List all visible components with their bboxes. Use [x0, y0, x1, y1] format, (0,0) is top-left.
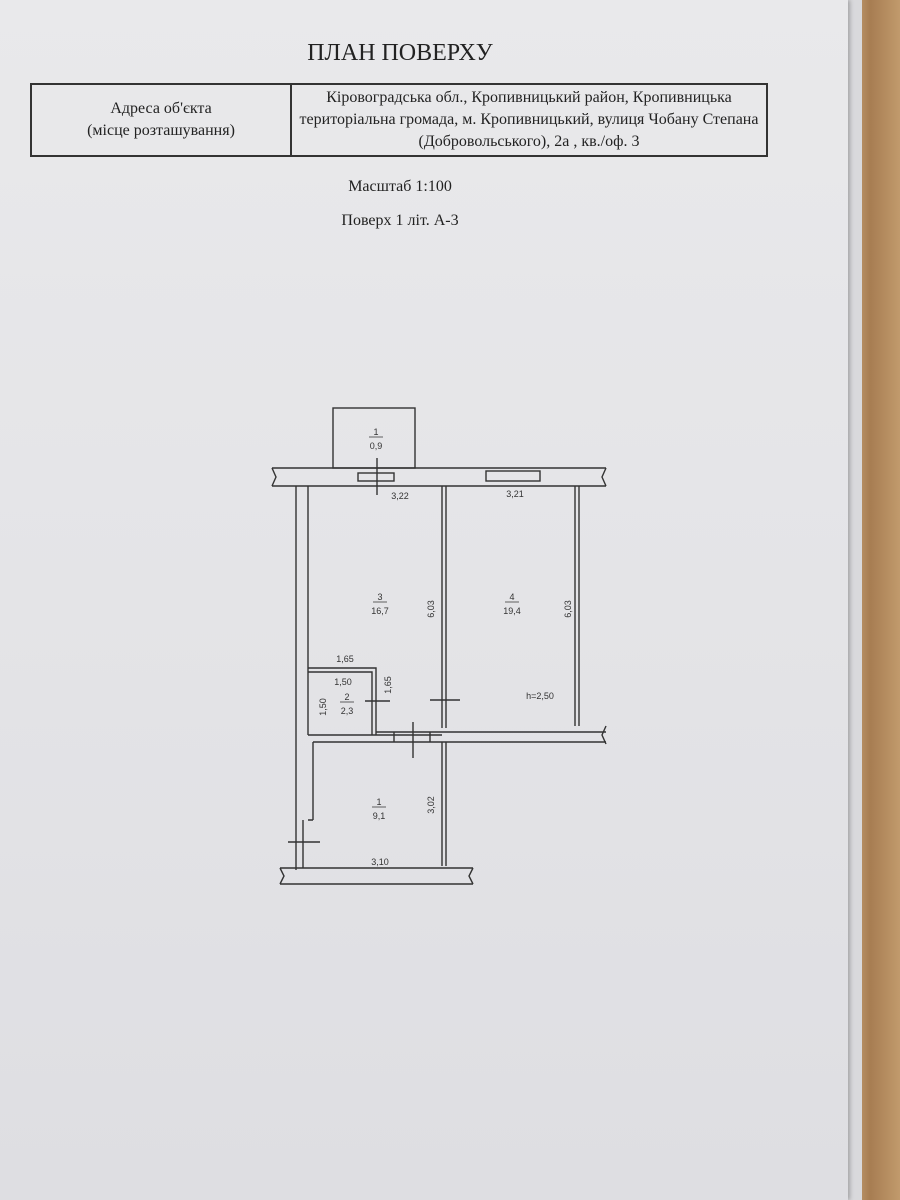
left-wall: [295, 486, 442, 870]
dimension-label: 3,02: [426, 796, 436, 814]
room-area: 16,7: [371, 606, 389, 616]
dimension-label: 6,03: [563, 600, 573, 618]
room-area: 0,9: [370, 441, 383, 451]
room2-walls: [308, 667, 377, 735]
room-area: 2,3: [341, 706, 354, 716]
room1-right-wall: [441, 742, 447, 866]
entrance-door-mark: [288, 820, 320, 868]
dimension-label: 1,65: [336, 654, 354, 664]
scale-label: Масштаб 1:100: [348, 178, 452, 195]
document-page: ПЛАН ПОВЕРХУ Адреса об'єкта (місце розта…: [0, 0, 848, 1200]
dimension-label: 1,65: [383, 676, 393, 694]
middle-wall: [313, 725, 607, 745]
door-mark-hall: [393, 722, 431, 758]
dimension-label: 1,50: [334, 677, 352, 687]
address-label-line2: (місце розташування): [87, 122, 235, 139]
room-area: 19,4: [503, 606, 521, 616]
floor-label: Поверх 1 літ. А-3: [341, 212, 459, 229]
top-wall: [271, 467, 607, 487]
dimension-label: 3,21: [506, 489, 524, 499]
room4-right-wall: [574, 486, 580, 726]
address-label-line1: Адреса об'єкта: [110, 100, 212, 117]
dimension-label: 1,50: [318, 698, 328, 716]
dimension-label: 3,10: [371, 857, 389, 867]
address-table: Адреса об'єкта (місце розташування) Кіро…: [30, 83, 768, 157]
ceiling-height-label: h=2,50: [526, 691, 554, 701]
window-2: [485, 470, 541, 482]
address-value: Кіровоградська обл., Кропивницький район…: [290, 83, 768, 157]
room-number: 2: [344, 692, 349, 702]
room-number: 1: [376, 797, 381, 807]
page-title: ПЛАН ПОВЕРХУ: [307, 40, 493, 66]
balcony-outline: [332, 407, 416, 469]
bottom-wall: [279, 867, 474, 885]
dimension-label: 3,22: [391, 491, 409, 501]
room-number: 4: [509, 592, 514, 602]
window-1: [357, 472, 395, 482]
address-label: Адреса об'єкта (місце розташування): [30, 83, 292, 157]
room-number: 1: [373, 427, 378, 437]
room-area: 9,1: [373, 811, 386, 821]
room-fraction-lines: [340, 436, 519, 808]
room-number: 3: [377, 592, 382, 602]
dimension-label: 6,03: [426, 600, 436, 618]
partition-3-4: [441, 486, 447, 728]
floor-plan: 1 0,9 3 16,7 4 19,4 2 2,3 1 9,1 3,22 3,2…: [271, 407, 607, 885]
